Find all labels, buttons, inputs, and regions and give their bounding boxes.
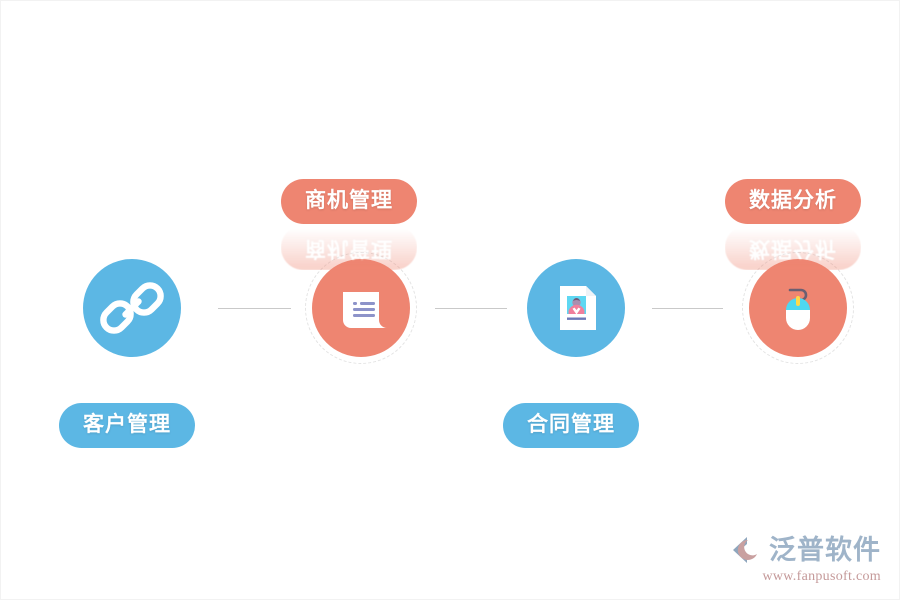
node-label-wrap-opportunity-management: 商机管理 商机管理 [281,179,417,270]
node-label-wrap-data-analysis: 数据分析 数据分析 [725,179,861,270]
pill-reflection-data-analysis: 数据分析 [725,225,861,270]
pill-reflection-text-opportunity: 商机管理 [281,225,417,270]
connector-2-3 [435,308,507,309]
pill-reflection-opportunity-management: 商机管理 [281,225,417,270]
computer-mouse-icon [786,288,810,330]
fanpu-swirl-logo-icon [733,537,757,563]
contract-with-photo-icon [560,286,596,330]
connector-3-4 [652,308,723,309]
chain-link-icon [100,282,164,334]
watermark: 泛普软件 www.fanpusoft.com [731,535,881,585]
pill-label-customer-management[interactable]: 客户管理 [59,403,195,448]
connector-1-2 [218,308,291,309]
node-customer-management[interactable] [83,259,181,357]
node-data-analysis[interactable] [742,252,854,364]
pill-label-data-analysis[interactable]: 数据分析 [725,179,861,224]
scroll-document-icon [343,292,387,328]
pill-label-contract-management[interactable]: 合同管理 [503,403,639,448]
pill-reflection-text-data-analysis: 数据分析 [725,225,861,270]
pill-label-opportunity-management[interactable]: 商机管理 [281,179,417,224]
watermark-row: 泛普软件 [731,535,881,565]
node-opportunity-management[interactable] [305,252,417,364]
watermark-brand: 泛普软件 [769,534,881,565]
node-label-wrap-contract-management: 合同管理 [503,403,639,448]
watermark-url: www.fanpusoft.com [762,569,881,584]
node-contract-management[interactable] [527,259,625,357]
node-label-wrap-customer-management: 客户管理 [59,403,195,448]
